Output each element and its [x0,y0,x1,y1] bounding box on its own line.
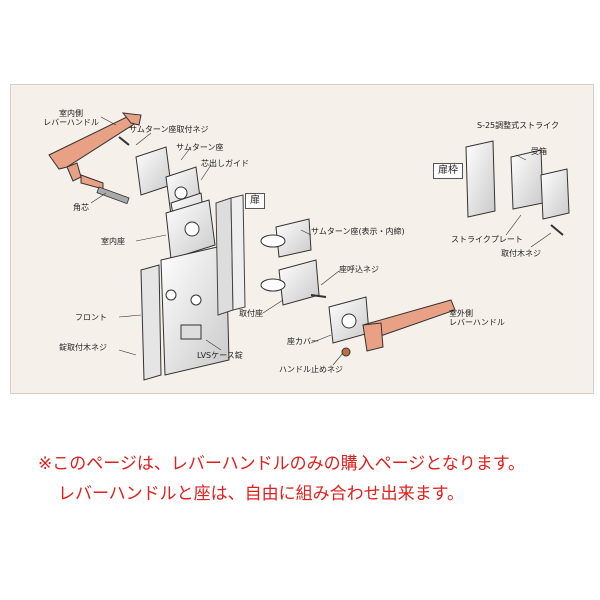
label-strike-title: S-25調整式ストライク [477,121,559,130]
label-lock-screw: 錠取付木ネジ [59,343,107,352]
indoor-lever-handle [48,112,142,190]
label-indoor-lever: 室内側 レバーハンドル [43,109,99,127]
exploded-diagram-panel: 室内側 レバーハンドル サムターン座取付ネジ サムターン座 芯出しガイド 角芯 … [10,84,594,394]
door-tag: 扉 [245,193,265,209]
outdoor-thumbturn-display [260,218,312,258]
label-strike-plate: ストライクプレート [451,235,523,244]
outdoor-mount-seat [260,259,327,306]
label-core-guide: 芯出しガイド [201,159,249,168]
label-outdoor-lever: 室外側 レバーハンドル [449,309,505,327]
label-seat-cover: 座カバー [287,337,319,346]
label-mount-seat: 取付座 [239,309,263,318]
label-strike-screw: 取付木ネジ [501,249,541,258]
screw-icon [550,224,564,236]
label-handle-screw: ハンドル止めネジ [279,365,343,374]
label-indoor-seat: 室内座 [101,237,125,246]
handle-screw-icon [341,347,351,357]
label-square-core: 角芯 [73,203,89,212]
exploded-diagram [48,112,570,381]
notice-line-2: レバーハンドルと座は、自由に組み合わせ出来ます。 [58,484,464,504]
screw-icon [310,294,327,298]
screw-icon [118,136,130,146]
frame-tag: 扉枠 [433,163,463,179]
label-lvs-case: LVSケース錠 [197,351,243,360]
indoor-seat-plate [165,199,216,260]
leader-lines [90,116,552,366]
door-slab [215,194,246,316]
label-strike-box: 受箱 [531,147,547,156]
label-front: フロント [75,313,107,322]
label-seat-screw: 座呼込ネジ [339,265,379,274]
square-spindle [96,186,130,205]
outdoor-lever-handle [341,299,456,357]
seat-cover [328,296,370,344]
notice-line-1: ※このページは、レバーハンドルのみの購入ページとなります。 [38,454,526,474]
label-thumbturn-display: サムターン座(表示・内締) [311,227,405,236]
strike-assembly [465,140,570,236]
label-thumbturn-seat: サムターン座 [176,143,224,152]
lvs-case-lock [140,244,230,381]
label-thumbturn-screw: サムターン座取付ネジ [129,125,209,134]
